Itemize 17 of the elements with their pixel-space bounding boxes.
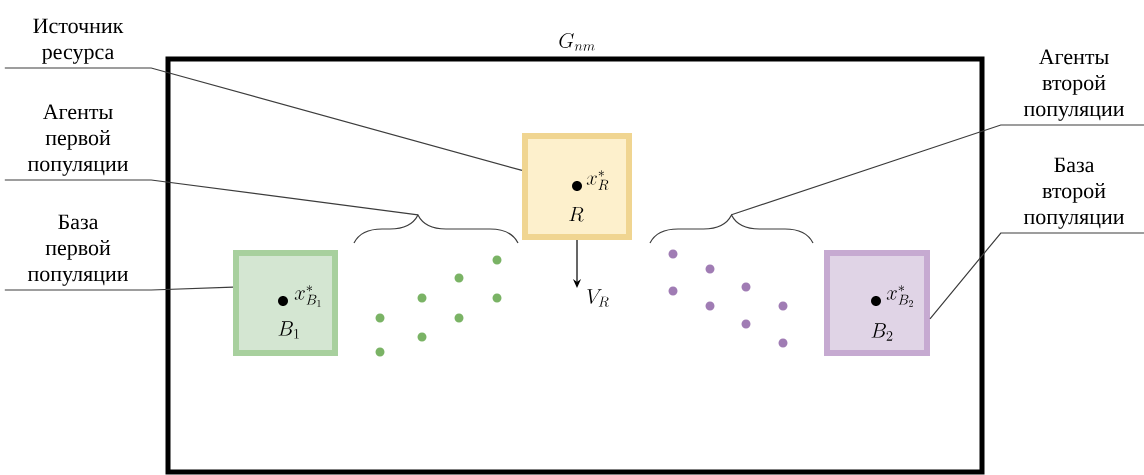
variable-label: $V_R$ [587, 289, 609, 307]
leader-line [929, 232, 1144, 320]
callout-label: Агенты первой популяции [27, 104, 128, 176]
square-box: $x^*_{B_1}$ $B_1$ [233, 250, 338, 356]
callout-label: Источник ресурса [33, 18, 124, 64]
callout-label: Агенты второй популяции [1023, 49, 1124, 121]
square-box: $x^*_{B_2}$ $B_2$ [824, 250, 930, 356]
leader-line [730, 124, 1144, 216]
callout-label: База первой популяции [27, 214, 128, 286]
square-box: $x^*_R$ $R$ [522, 133, 632, 240]
callout-label: База второй популяции [1023, 157, 1124, 229]
agent-group [353, 214, 519, 357]
agent-group [649, 214, 814, 348]
leader-line [4, 179, 419, 216]
leader-line [4, 286, 234, 291]
node-label: $G_{nm}$ [559, 32, 595, 51]
leader-line [4, 67, 523, 172]
